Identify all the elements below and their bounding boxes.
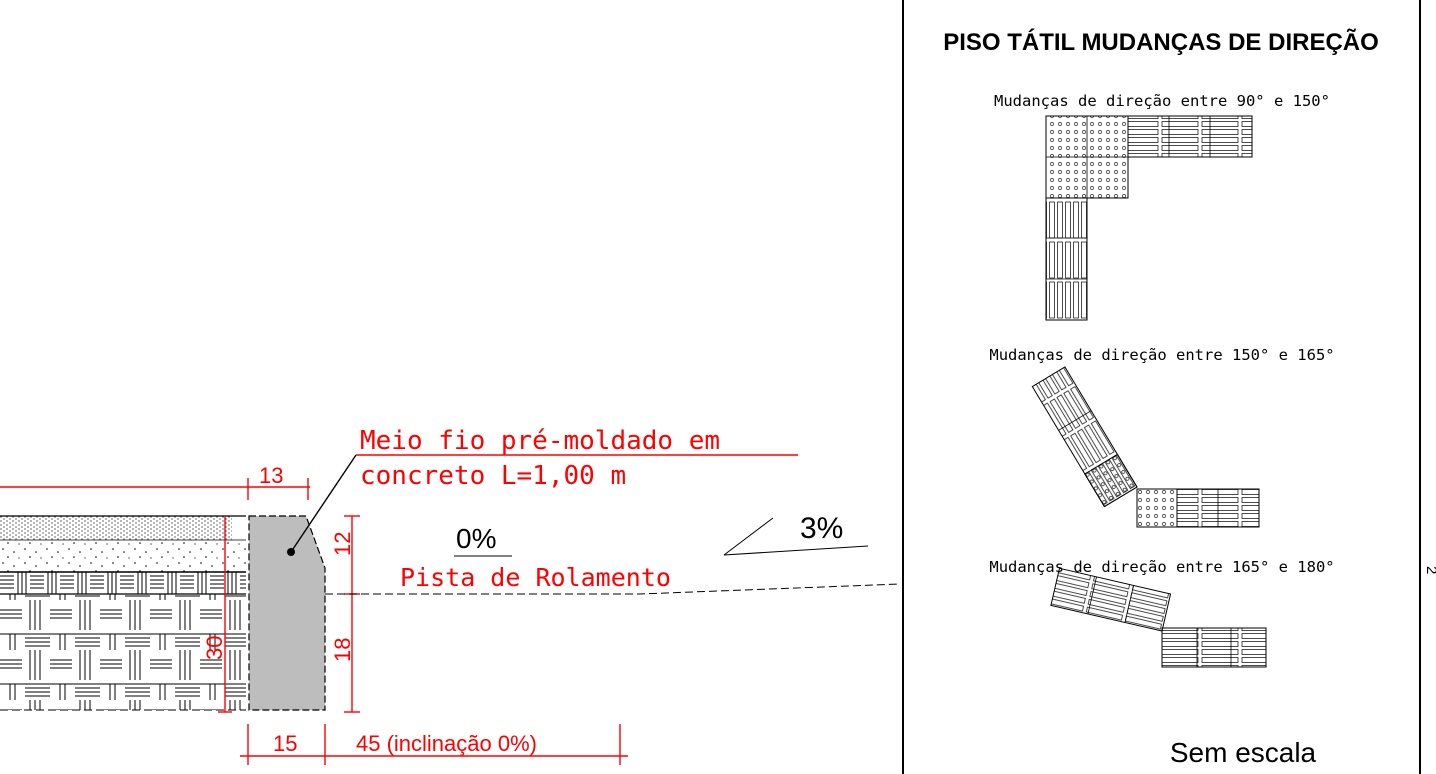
figure-90-150 — [1045, 115, 1253, 321]
curb-profile — [248, 515, 326, 711]
directional-tile-vertical — [1045, 197, 1088, 321]
slope-three-label: 3% — [800, 512, 843, 545]
caption-165-180: Mudanças de direção entre 165° e 180° — [989, 558, 1334, 576]
dimension-lines — [0, 454, 798, 765]
curb-callout-line2: concreto L=1,00 m — [360, 461, 626, 491]
subbase-layer — [0, 540, 246, 572]
dim-18: 18 — [330, 638, 355, 662]
dim-12: 12 — [330, 532, 355, 556]
tactile-panel: PISO TÁTIL MUDANÇAS DE DIREÇÃO Mudanças … — [902, 0, 1421, 774]
dim-15: 15 — [273, 731, 297, 756]
callout-leader — [290, 454, 357, 553]
scale-note: Sem escala — [1170, 737, 1317, 768]
dim-30: 30 — [202, 636, 227, 660]
figure-165-180 — [1050, 567, 1267, 668]
pista-label: Pista de Rolamento — [400, 563, 671, 592]
dim-45: 45 (inclinação 0%) — [356, 731, 537, 756]
caption-150-165: Mudanças de direção entre 150° e 165° — [989, 346, 1334, 364]
paver-layer-large — [0, 594, 246, 710]
pista-surface-line — [325, 583, 901, 595]
paver-layer-small — [0, 572, 246, 594]
curb-callout-line1: Meio fio pré-moldado em — [360, 426, 720, 456]
sidewalk-section: Meio fio pré-moldado em concreto L=1,00 … — [0, 426, 901, 765]
slope-zero-label: 0% — [456, 523, 496, 554]
sand-layer — [0, 516, 232, 540]
caption-90-150: Mudanças de direção entre 90° e 150° — [994, 92, 1330, 110]
callout-dot — [287, 548, 295, 556]
directional-tile-horizontal — [1127, 115, 1253, 158]
edge-mark: 2 — [1423, 566, 1436, 574]
figure-150-165 — [1031, 366, 1260, 528]
dim-13: 13 — [259, 463, 283, 488]
warning-tile-corner — [1136, 488, 1178, 528]
panel-title: PISO TÁTIL MUDANÇAS DE DIREÇÃO — [943, 28, 1379, 56]
